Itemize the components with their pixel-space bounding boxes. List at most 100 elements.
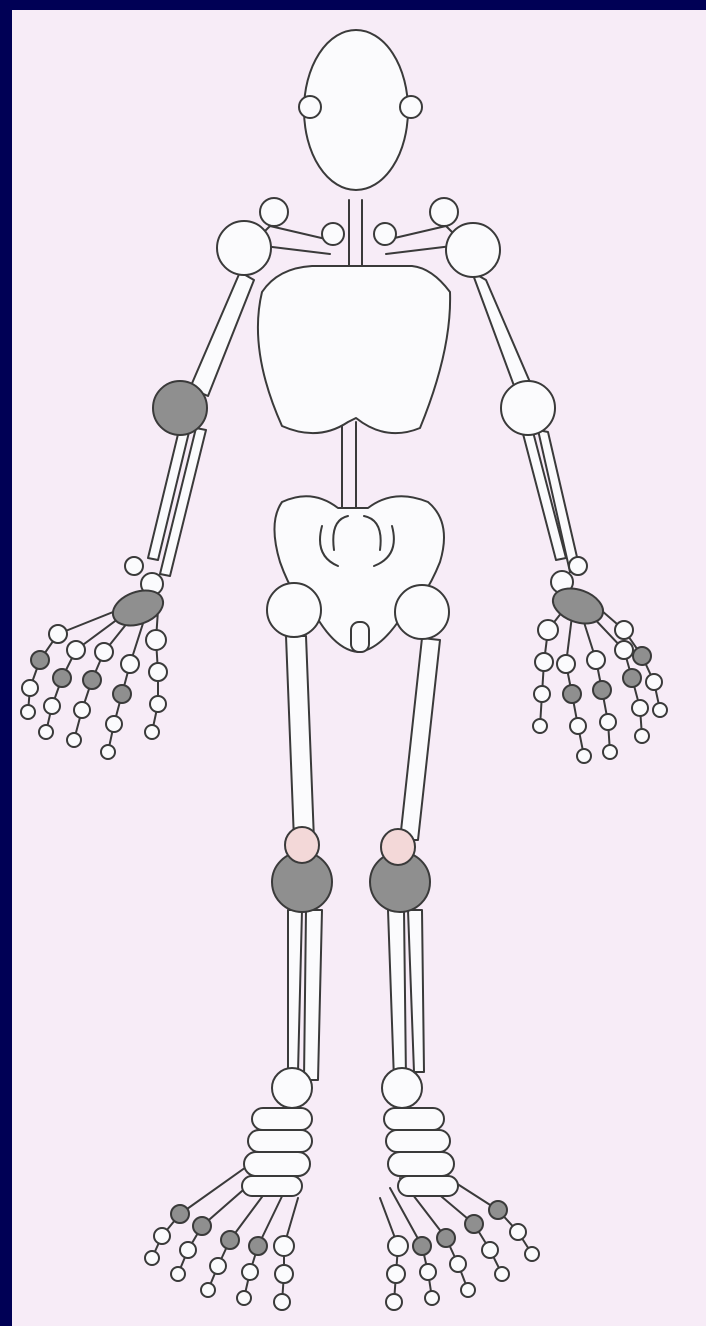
- left-toe-5-joint: [386, 1294, 402, 1310]
- right-finger-2-joint: [67, 641, 85, 659]
- right-toe-5-joint: [274, 1294, 290, 1310]
- right-jaw-joint: [299, 96, 321, 118]
- right-toe-4-joint: [249, 1237, 267, 1255]
- right-toe-1-joint: [154, 1228, 170, 1244]
- right-toe-3-joint: [221, 1231, 239, 1249]
- left-finger-1-joint: [653, 703, 667, 717]
- right-thumb-joint: [146, 630, 166, 650]
- left-toe-4-joint: [420, 1264, 436, 1280]
- left-forearm: [522, 428, 580, 572]
- left-jaw-joint: [400, 96, 422, 118]
- right-toe-3-joint: [201, 1283, 215, 1297]
- right-forearm: [148, 426, 206, 576]
- left-toe-5: [386, 1236, 408, 1310]
- ribcage: [258, 266, 450, 433]
- left-finger-1-joint: [646, 674, 662, 690]
- left-wrist-bone: [569, 557, 587, 575]
- left-femur: [400, 638, 440, 840]
- left-shin: [388, 910, 424, 1080]
- right-finger-4: [101, 655, 139, 759]
- left-toe-4-joint: [413, 1237, 431, 1255]
- left-finger-2-joint: [623, 669, 641, 687]
- right-thumb-joint: [149, 663, 167, 681]
- right-finger-4-joint: [106, 716, 122, 732]
- left-finger-4-joint: [570, 718, 586, 734]
- right-toe-2-joint: [193, 1217, 211, 1235]
- left-toe-1-joint: [525, 1247, 539, 1261]
- left-finger-4-joint: [563, 685, 581, 703]
- left-toe-5-joint: [388, 1236, 408, 1256]
- right-finger-3-joint: [74, 702, 90, 718]
- left-toe-4-joint: [425, 1291, 439, 1305]
- left-thumb-joint: [534, 686, 550, 702]
- right-toe-5: [274, 1236, 294, 1310]
- left-finger-4-joint: [577, 749, 591, 763]
- right-thumb-joint: [150, 696, 166, 712]
- right-elbow-joint: [153, 381, 207, 435]
- left-finger-1-joint: [615, 621, 633, 639]
- left-thumb-joint: [538, 620, 558, 640]
- diagram-canvas: [12, 10, 706, 1326]
- left-acromioclavicular-joint: [430, 198, 458, 226]
- right-toe-4-joint: [242, 1264, 258, 1280]
- right-finger-3-joint: [95, 643, 113, 661]
- left-kneecap: [381, 829, 415, 865]
- left-finger-3-joint: [600, 714, 616, 730]
- right-toe-4-joint: [237, 1291, 251, 1305]
- left-elbow-joint: [501, 381, 555, 435]
- left-toe-5-joint: [387, 1265, 405, 1283]
- right-toe-2: [171, 1217, 211, 1281]
- finger-and-toe-joints: [21, 620, 667, 1310]
- left-finger-4-joint: [557, 655, 575, 673]
- left-toe-3-joint: [437, 1229, 455, 1247]
- left-finger-1-joint: [633, 647, 651, 665]
- left-ankle-joint: [382, 1068, 422, 1108]
- left-finger-3-joint: [587, 651, 605, 669]
- left-toe-2-joint: [482, 1242, 498, 1258]
- right-finger-1-joint: [49, 625, 67, 643]
- left-toe-3: [437, 1229, 475, 1297]
- left-thumb: [533, 620, 558, 733]
- right-toe-5-joint: [274, 1236, 294, 1256]
- left-finger-3: [587, 651, 617, 759]
- skeleton-joint-diagram: [12, 10, 706, 1326]
- right-thumb-joint: [145, 725, 159, 739]
- left-toe-4: [413, 1237, 439, 1305]
- right-finger-1-joint: [21, 705, 35, 719]
- right-shoulder-joint: [217, 221, 271, 275]
- right-toe-2-joint: [171, 1267, 185, 1281]
- left-toe-2: [465, 1215, 509, 1281]
- right-toe-5-joint: [275, 1265, 293, 1283]
- right-finger-4-joint: [121, 655, 139, 673]
- sacrum: [351, 622, 369, 652]
- right-toe-1-joint: [171, 1205, 189, 1223]
- left-thumb-joint: [535, 653, 553, 671]
- right-finger-3-joint: [83, 671, 101, 689]
- right-shin: [288, 910, 322, 1080]
- left-tarsal-bones: [384, 1108, 458, 1196]
- right-hip-joint: [267, 583, 321, 637]
- left-toe-1-joint: [489, 1201, 507, 1219]
- left-toe-2-joint: [465, 1215, 483, 1233]
- right-toe-3: [201, 1231, 239, 1297]
- left-toe-1-joint: [510, 1224, 526, 1240]
- right-tarsal-bones: [242, 1108, 312, 1196]
- left-finger-2-joint: [632, 700, 648, 716]
- right-wrist-bone: [125, 557, 143, 575]
- right-sternoclavicular-joint: [322, 223, 344, 245]
- right-femur: [286, 636, 314, 840]
- right-finger-2-joint: [53, 669, 71, 687]
- right-ankle-joint: [272, 1068, 312, 1108]
- right-finger-4-joint: [113, 685, 131, 703]
- left-finger-2-joint: [615, 641, 633, 659]
- right-toe-3-joint: [210, 1258, 226, 1274]
- left-shoulder-joint: [446, 223, 500, 277]
- right-toe-2-joint: [180, 1242, 196, 1258]
- left-toe-2-joint: [495, 1267, 509, 1281]
- right-finger-4-joint: [101, 745, 115, 759]
- right-finger-3-joint: [67, 733, 81, 747]
- right-finger-1-joint: [22, 680, 38, 696]
- left-finger-4: [557, 655, 591, 763]
- left-finger-3-joint: [603, 745, 617, 759]
